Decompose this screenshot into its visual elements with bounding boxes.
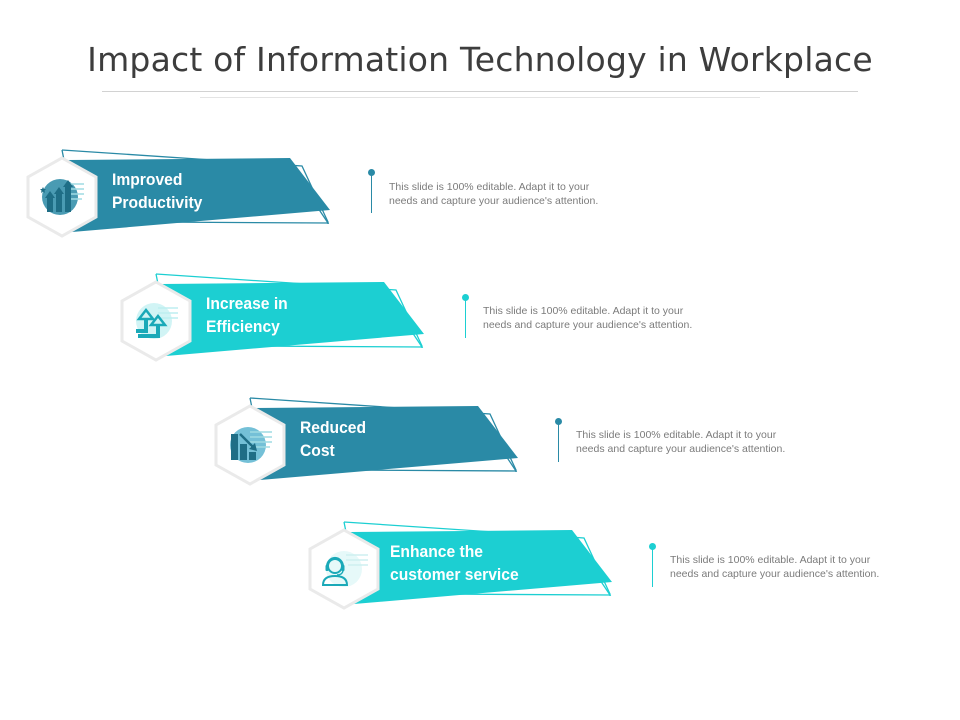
efficiency-arrows-icon (136, 303, 178, 339)
slide-title: Impact of Information Technology in Work… (87, 40, 873, 79)
hexagon-badge (26, 156, 98, 238)
item-title-line1: Increase in (206, 294, 288, 313)
item-title-line1: Reduced (300, 418, 367, 437)
item-title-line1: Enhance the (390, 542, 484, 561)
impact-item-productivity: Improved Productivity (26, 146, 668, 246)
hexagon-badge (214, 404, 286, 486)
productivity-growth-icon (40, 179, 84, 215)
pin-dot (462, 294, 469, 301)
item-title-line1: Improved (112, 170, 183, 189)
item-title-line2: Efficiency (206, 317, 280, 336)
impact-item-customer-service: Enhance the customer service (308, 518, 950, 618)
item-title-line2: Cost (300, 441, 335, 460)
cost-reduction-chart-icon (230, 427, 272, 463)
pin-line (465, 300, 467, 338)
item-title-line2: Productivity (112, 193, 203, 212)
banner-shape (155, 273, 424, 356)
pin-dot (649, 543, 656, 550)
description-text: This slide is 100% editable. Adapt it to… (483, 305, 693, 331)
hexagon-badge (120, 280, 192, 362)
description-text: This slide is 100% editable. Adapt it to… (670, 554, 880, 580)
customer-support-headset-icon (321, 551, 368, 587)
pin-line (652, 549, 654, 587)
description-text: This slide is 100% editable. Adapt it to… (389, 181, 599, 207)
description-text: This slide is 100% editable. Adapt it to… (576, 429, 786, 455)
pin-dot (368, 169, 375, 176)
pin-dot (555, 418, 562, 425)
item-title-line2: customer service (390, 565, 519, 584)
impact-item-efficiency: Increase in Efficiency (120, 270, 762, 370)
pin-line (371, 175, 373, 213)
banner-shape (61, 149, 330, 232)
pin-line (558, 424, 560, 462)
title-divider (102, 91, 858, 92)
hexagon-badge (308, 528, 380, 610)
title-divider-secondary (200, 97, 760, 98)
impact-item-reduced-cost: Reduced Cost (214, 394, 856, 494)
banner-shape (343, 521, 612, 604)
